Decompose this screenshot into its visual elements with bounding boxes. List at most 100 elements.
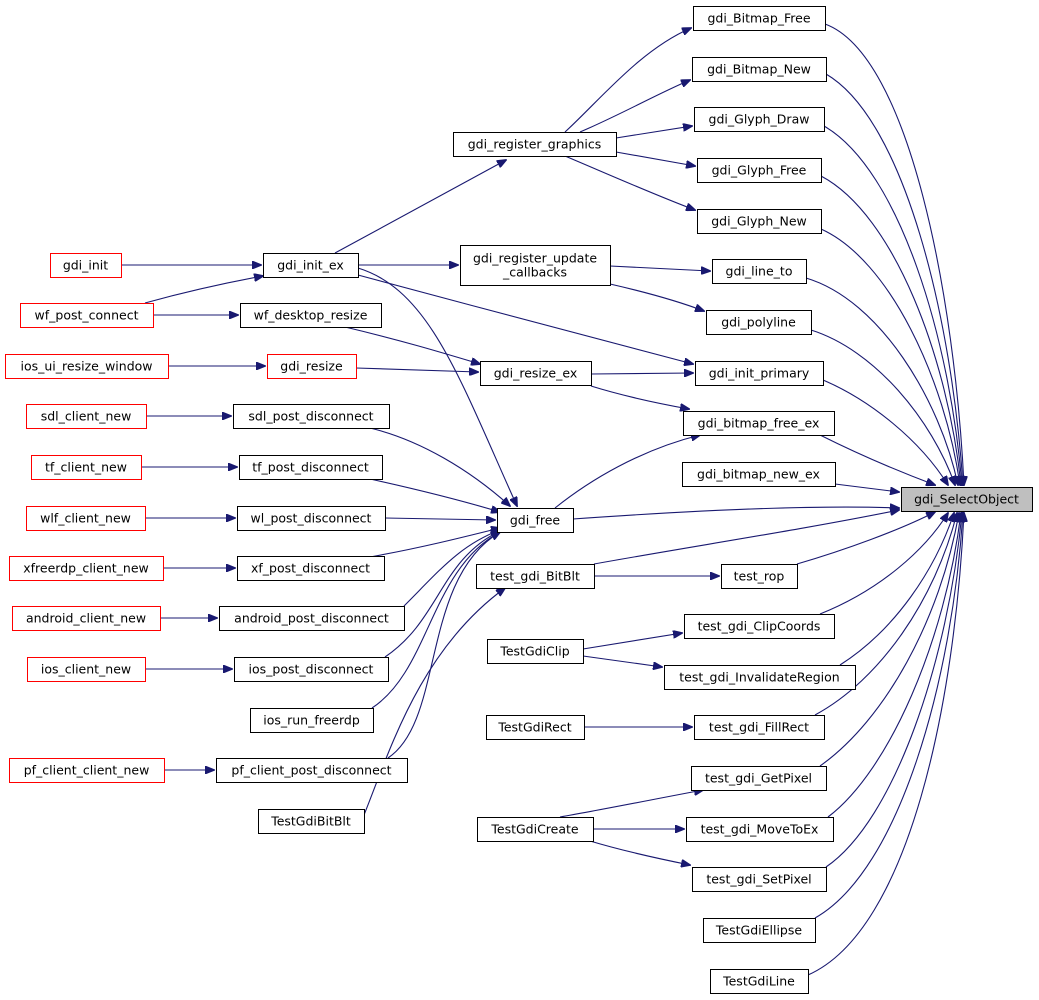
- node-box-tf_post_disconnect: [239, 455, 383, 480]
- node-label-gdi_Bitmap_New: gdi_Bitmap_New: [707, 62, 811, 77]
- node-box-gdi_Glyph_Draw: [694, 107, 825, 132]
- node-gdi_init_primary[interactable]: gdi_init_primary: [695, 361, 824, 386]
- node-gdi_register_graphics[interactable]: gdi_register_graphics: [453, 132, 617, 157]
- node-box-tf_client_new: [31, 455, 142, 480]
- node-label-test_rop: test_rop: [734, 569, 785, 584]
- edge-gdi_register_graphics-to-gdi_Bitmap_New: [579, 80, 690, 133]
- node-ios_post_disconnect[interactable]: ios_post_disconnect: [234, 657, 389, 682]
- node-gdi_init[interactable]: gdi_init: [50, 253, 122, 278]
- node-box-ios_run_freerdp: [250, 708, 374, 733]
- edge-test_gdi_FillRect-to-gdi_SelectObject: [814, 513, 957, 716]
- node-gdi_init_ex[interactable]: gdi_init_ex: [263, 253, 359, 278]
- edge-sdl_post_disconnect-to-gdi_free: [369, 427, 510, 506]
- node-wlf_client_new[interactable]: wlf_client_new: [26, 506, 146, 531]
- node-gdi_Bitmap_Free[interactable]: gdi_Bitmap_Free: [693, 6, 826, 31]
- node-TestGdiBitBlt[interactable]: TestGdiBitBlt: [258, 809, 365, 834]
- node-xf_post_disconnect[interactable]: xf_post_disconnect: [237, 556, 385, 581]
- node-wf_desktop_resize[interactable]: wf_desktop_resize: [240, 303, 382, 328]
- node-test_gdi_SetPixel[interactable]: test_gdi_SetPixel: [692, 867, 827, 892]
- node-gdi_register_update_callbacks[interactable]: gdi_register_update_callbacks: [460, 245, 611, 286]
- node-wl_post_disconnect[interactable]: wl_post_disconnect: [237, 506, 386, 531]
- node-test_gdi_InvalidateRegion[interactable]: test_gdi_InvalidateRegion: [664, 665, 856, 690]
- edge-TestGdiClip-to-test_gdi_InvalidateRegion: [582, 655, 662, 667]
- node-sdl_client_new[interactable]: sdl_client_new: [26, 404, 147, 429]
- node-box-gdi_Glyph_Free: [697, 158, 822, 183]
- edge-gdi_register_update_callbacks-to-gdi_line_to: [609, 265, 710, 271]
- edge-android_post_disconnect-to-gdi_free: [403, 530, 500, 607]
- node-ios_client_new[interactable]: ios_client_new: [27, 657, 146, 682]
- node-TestGdiLine[interactable]: TestGdiLine: [710, 969, 809, 994]
- node-label-gdi_line_to: gdi_line_to: [726, 264, 793, 279]
- node-wf_post_connect[interactable]: wf_post_connect: [20, 303, 154, 328]
- node-label-gdi_Glyph_Draw: gdi_Glyph_Draw: [709, 112, 810, 127]
- edge-TestGdiLine-to-gdi_SelectObject: [807, 513, 964, 976]
- node-gdi_bitmap_free_ex[interactable]: gdi_bitmap_free_ex: [683, 411, 835, 436]
- node-ios_run_freerdp[interactable]: ios_run_freerdp: [250, 708, 374, 733]
- node-test_gdi_FillRect[interactable]: test_gdi_FillRect: [694, 715, 825, 740]
- node-android_post_disconnect[interactable]: android_post_disconnect: [219, 606, 405, 631]
- edge-gdi_Bitmap_Free-to-gdi_SelectObject: [824, 23, 964, 485]
- node-box-wlf_client_new: [26, 506, 146, 531]
- node-box-gdi_init_primary: [695, 361, 824, 386]
- node-box-xf_post_disconnect: [237, 556, 385, 581]
- node-tf_post_disconnect[interactable]: tf_post_disconnect: [239, 455, 383, 480]
- node-test_gdi_MoveToEx[interactable]: test_gdi_MoveToEx: [686, 817, 834, 842]
- node-test_gdi_BitBlt[interactable]: test_gdi_BitBlt: [476, 564, 595, 589]
- node-gdi_Glyph_Free[interactable]: gdi_Glyph_Free: [697, 158, 822, 183]
- node-box-wl_post_disconnect: [237, 506, 386, 531]
- node-label-gdi_Bitmap_Free: gdi_Bitmap_Free: [707, 11, 810, 26]
- node-label-pf_client_client_new: pf_client_client_new: [24, 763, 150, 778]
- node-box-sdl_post_disconnect: [233, 404, 390, 429]
- node-label-gdi_SelectObject: gdi_SelectObject: [914, 492, 1019, 507]
- edge-gdi_init_ex-to-gdi_free: [357, 267, 517, 506]
- node-box-gdi_resize: [267, 354, 357, 379]
- node-TestGdiRect[interactable]: TestGdiRect: [486, 715, 585, 740]
- node-gdi_Glyph_Draw[interactable]: gdi_Glyph_Draw: [694, 107, 825, 132]
- node-label-gdi_polyline: gdi_polyline: [721, 315, 796, 330]
- node-tf_client_new[interactable]: tf_client_new: [31, 455, 142, 480]
- node-test_gdi_ClipCoords[interactable]: test_gdi_ClipCoords: [684, 614, 835, 639]
- node-ios_ui_resize_window[interactable]: ios_ui_resize_window: [5, 354, 169, 379]
- node-android_client_new[interactable]: android_client_new: [12, 606, 161, 631]
- node-gdi_polyline[interactable]: gdi_polyline: [706, 310, 812, 335]
- edge-gdi_register_graphics-to-gdi_Bitmap_Free: [564, 28, 691, 133]
- node-box-test_gdi_BitBlt: [476, 564, 595, 589]
- node-label-TestGdiClip: TestGdiClip: [499, 644, 569, 659]
- node-TestGdiClip[interactable]: TestGdiClip: [487, 639, 584, 664]
- node-box-test_gdi_GetPixel: [691, 766, 827, 791]
- edge-wf_desktop_resize-to-gdi_resize_ex: [344, 326, 480, 364]
- node-box-test_gdi_MoveToEx: [686, 817, 834, 842]
- node-pf_client_post_disconnect[interactable]: pf_client_post_disconnect: [216, 758, 408, 783]
- node-gdi_SelectObject[interactable]: gdi_SelectObject: [901, 487, 1033, 512]
- node-test_gdi_GetPixel[interactable]: test_gdi_GetPixel: [691, 766, 827, 791]
- node-box-gdi_free: [497, 508, 574, 533]
- node-label-android_post_disconnect: android_post_disconnect: [234, 611, 389, 626]
- node-box-test_rop: [721, 564, 798, 589]
- node-TestGdiCreate[interactable]: TestGdiCreate: [477, 817, 594, 842]
- node-box-wf_desktop_resize: [240, 303, 382, 328]
- edge-TestGdiCreate-to-test_gdi_SetPixel: [589, 840, 690, 865]
- node-gdi_line_to[interactable]: gdi_line_to: [712, 259, 807, 284]
- edge-test_gdi_MoveToEx-to-gdi_SelectObject: [827, 513, 961, 818]
- node-label-gdi_Glyph_Free: gdi_Glyph_Free: [712, 163, 807, 178]
- node-gdi_Bitmap_New[interactable]: gdi_Bitmap_New: [692, 57, 827, 82]
- node-test_rop[interactable]: test_rop: [721, 564, 798, 589]
- node-label-gdi_Glyph_New: gdi_Glyph_New: [711, 214, 807, 229]
- node-label-test_gdi_SetPixel: test_gdi_SetPixel: [706, 872, 811, 887]
- node-label-TestGdiCreate: TestGdiCreate: [490, 822, 579, 837]
- node-box-gdi_init: [50, 253, 122, 278]
- node-gdi_free[interactable]: gdi_free: [497, 508, 574, 533]
- node-gdi_resize[interactable]: gdi_resize: [267, 354, 357, 379]
- node-box-android_client_new: [12, 606, 161, 631]
- node-sdl_post_disconnect[interactable]: sdl_post_disconnect: [233, 404, 390, 429]
- node-gdi_bitmap_new_ex[interactable]: gdi_bitmap_new_ex: [682, 462, 836, 487]
- node-xfreerdp_client_new[interactable]: xfreerdp_client_new: [9, 556, 164, 581]
- node-label-gdi_bitmap_free_ex: gdi_bitmap_free_ex: [698, 416, 820, 431]
- node-gdi_Glyph_New[interactable]: gdi_Glyph_New: [697, 209, 822, 234]
- node-pf_client_client_new[interactable]: pf_client_client_new: [9, 758, 165, 783]
- node-box-test_gdi_InvalidateRegion: [664, 665, 856, 690]
- node-gdi_resize_ex[interactable]: gdi_resize_ex: [480, 361, 592, 386]
- node-TestGdiEllipse[interactable]: TestGdiEllipse: [703, 918, 816, 943]
- edge-TestGdiClip-to-test_gdi_ClipCoords: [582, 633, 682, 650]
